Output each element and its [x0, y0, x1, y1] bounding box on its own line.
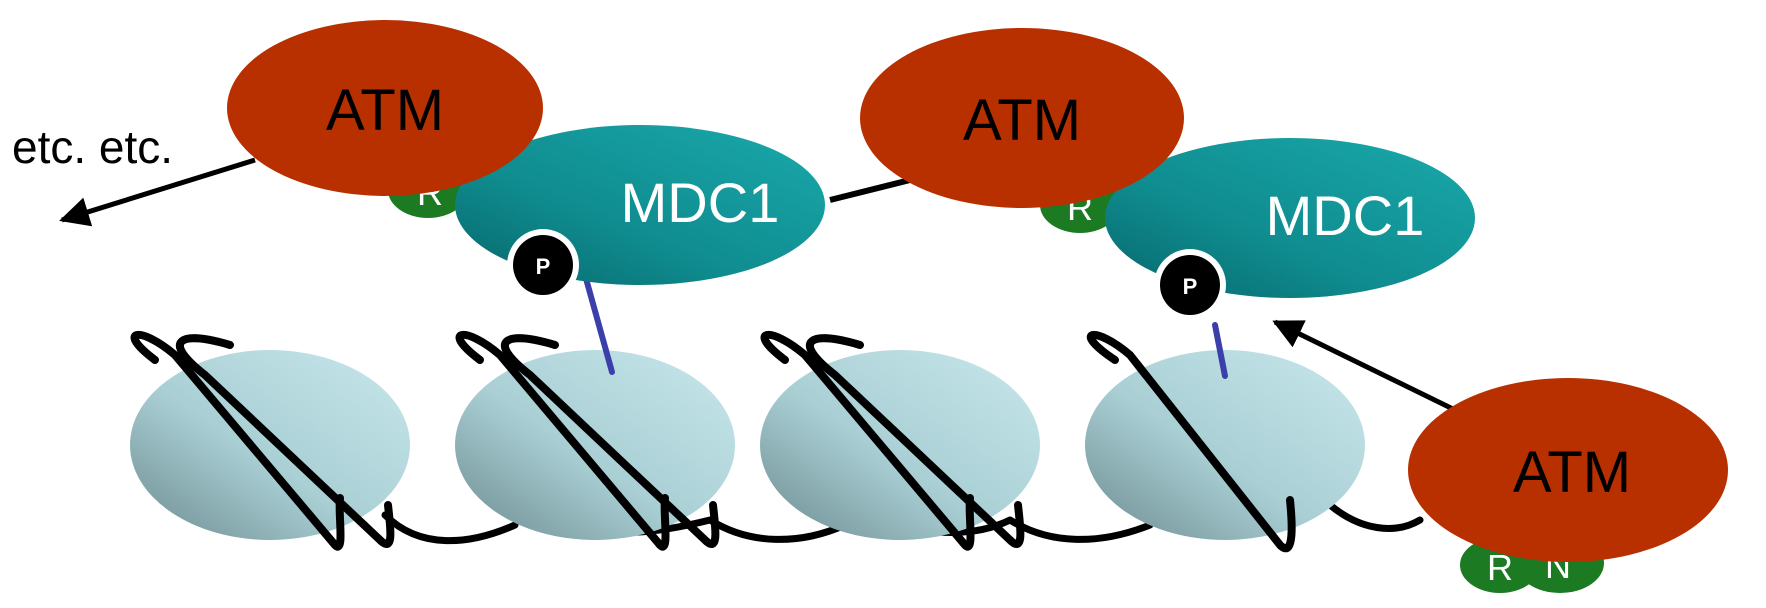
histone-core	[455, 350, 735, 540]
phospho-linker-2	[1212, 322, 1228, 379]
dna-wrap	[760, 331, 975, 551]
p-label: P	[1183, 274, 1198, 299]
etc-label: etc. etc.	[12, 121, 173, 173]
dna-wrap	[1086, 331, 1296, 553]
histone-core	[1085, 350, 1365, 540]
atm-label: ATM	[326, 78, 444, 143]
mdc1-label: MDC1	[621, 171, 780, 234]
arrow-atm-to-phospho	[1272, 319, 1457, 413]
nucleosome-3	[760, 331, 1040, 551]
atm-label: ATM	[1513, 440, 1631, 505]
dna-wrap	[176, 334, 395, 548]
nucleosome-4	[1085, 331, 1365, 553]
atm-label: ATM	[963, 88, 1081, 153]
arrow-left-etc	[59, 157, 256, 227]
atm-left: ATM	[227, 20, 543, 196]
mdc1-label: MDC1	[1266, 184, 1425, 247]
dna-wrap	[455, 331, 670, 551]
p-label: P	[536, 254, 551, 279]
nucleosome-2	[455, 331, 735, 551]
atm-bottom-right: ATM	[1408, 378, 1728, 562]
phospho-badge-right: P	[1154, 249, 1226, 321]
connector-line	[829, 177, 911, 203]
dna-wrap	[806, 334, 1025, 548]
nucleosome-1	[130, 331, 410, 551]
histone-core	[760, 350, 1040, 540]
dna-wrap	[501, 334, 720, 548]
phospho-badge-left: P	[507, 229, 579, 301]
atm-middle: ATM	[860, 28, 1184, 208]
mdc1-right: MDC1	[1105, 138, 1475, 298]
histone-core	[130, 350, 410, 540]
dna-wrap	[130, 331, 345, 551]
phospho-linker-1	[582, 272, 615, 375]
